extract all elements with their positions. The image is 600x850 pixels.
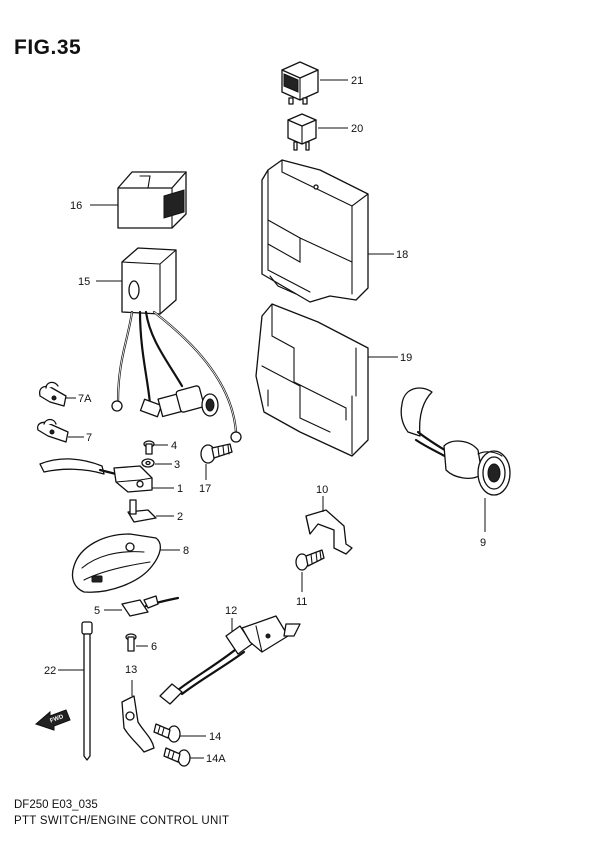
svg-text:12: 12 — [225, 605, 237, 617]
part-4-screw[interactable] — [143, 440, 155, 455]
svg-text:14A: 14A — [206, 753, 226, 765]
part-7-clamp[interactable] — [36, 418, 69, 443]
part-6-screw[interactable] — [125, 633, 137, 652]
part-16-cover[interactable] — [117, 171, 187, 229]
callout-9: 9 — [480, 498, 486, 549]
svg-text:11: 11 — [296, 596, 307, 608]
callout-12: 12 — [225, 605, 237, 632]
callout-21: 21 — [320, 75, 363, 87]
callout-1: 1 — [152, 483, 183, 495]
callout-8: 8 — [160, 545, 189, 557]
callout-19: 19 — [368, 352, 412, 364]
callout-13: 13 — [125, 664, 137, 696]
part-10-clamp-bracket[interactable] — [305, 509, 353, 555]
svg-text:7: 7 — [86, 432, 92, 444]
callout-16: 16 — [70, 200, 118, 212]
part-22-cable-tie[interactable] — [81, 621, 93, 761]
part-9-ptt-switch[interactable] — [400, 387, 511, 496]
part-15-ptt-switch-module[interactable] — [111, 247, 242, 443]
svg-text:14: 14 — [209, 731, 221, 743]
svg-text:1: 1 — [177, 483, 183, 495]
callout-18: 18 — [368, 249, 408, 261]
callout-14: 14 — [180, 731, 221, 743]
part-2-bracket[interactable] — [127, 499, 157, 523]
svg-text:17: 17 — [199, 483, 211, 495]
svg-text:8: 8 — [183, 545, 189, 557]
svg-text:15: 15 — [78, 276, 90, 288]
part-18-engine-control-unit[interactable] — [261, 159, 369, 303]
callout-3: 3 — [155, 459, 180, 471]
callout-6: 6 — [136, 641, 157, 653]
part-11-bolt[interactable] — [295, 549, 325, 571]
svg-text:4: 4 — [171, 440, 177, 452]
svg-text:7A: 7A — [78, 393, 92, 405]
svg-text:16: 16 — [70, 200, 82, 212]
svg-text:10: 10 — [316, 484, 328, 496]
svg-text:20: 20 — [351, 123, 363, 135]
part-14A-bolt[interactable] — [163, 747, 191, 767]
part-1-switch[interactable] — [39, 458, 153, 493]
svg-text:2: 2 — [177, 511, 183, 523]
part-14-bolt[interactable] — [153, 723, 181, 743]
callout-10: 10 — [316, 484, 328, 512]
part-8-switch-panel[interactable] — [71, 533, 162, 593]
svg-text:5: 5 — [94, 605, 100, 617]
svg-text:6: 6 — [151, 641, 157, 653]
part-19-ecu-holder[interactable] — [255, 303, 369, 457]
callout-2: 2 — [156, 511, 183, 523]
callout-17: 17 — [199, 464, 211, 495]
svg-text:FWD: FWD — [49, 714, 65, 725]
callout-4: 4 — [154, 440, 177, 452]
part-7A-clamp[interactable] — [38, 381, 67, 407]
svg-text:22: 22 — [44, 665, 56, 677]
svg-text:3: 3 — [174, 459, 180, 471]
callout-20: 20 — [318, 123, 363, 135]
figure-caption: PTT SWITCH/ENGINE CONTROL UNIT — [14, 815, 230, 827]
callout-7A: 7A — [66, 393, 92, 405]
svg-text:19: 19 — [400, 352, 412, 364]
part-3-washer[interactable] — [141, 458, 155, 468]
callout-11: 11 — [296, 572, 307, 608]
svg-text:18: 18 — [396, 249, 408, 261]
part-21-relay[interactable] — [281, 61, 319, 105]
callout-14A: 14A — [190, 753, 226, 765]
svg-text:21: 21 — [351, 75, 363, 87]
part-17-bolt[interactable] — [200, 443, 233, 464]
svg-text:9: 9 — [480, 537, 486, 549]
part-20-relay[interactable] — [287, 113, 317, 151]
part-13-clamp[interactable] — [121, 695, 155, 753]
figure-title: FIG.35 — [14, 36, 82, 59]
model-code: DF250 E03_035 — [14, 799, 98, 811]
callout-15: 15 — [78, 276, 122, 288]
part-12-harness[interactable] — [159, 615, 301, 705]
callout-7: 7 — [68, 432, 92, 444]
forward-arrow-icon: FWD — [35, 709, 71, 731]
part-5-switch[interactable] — [121, 595, 180, 617]
callout-5: 5 — [94, 605, 122, 617]
callout-22: 22 — [44, 665, 84, 677]
svg-text:13: 13 — [125, 664, 137, 676]
